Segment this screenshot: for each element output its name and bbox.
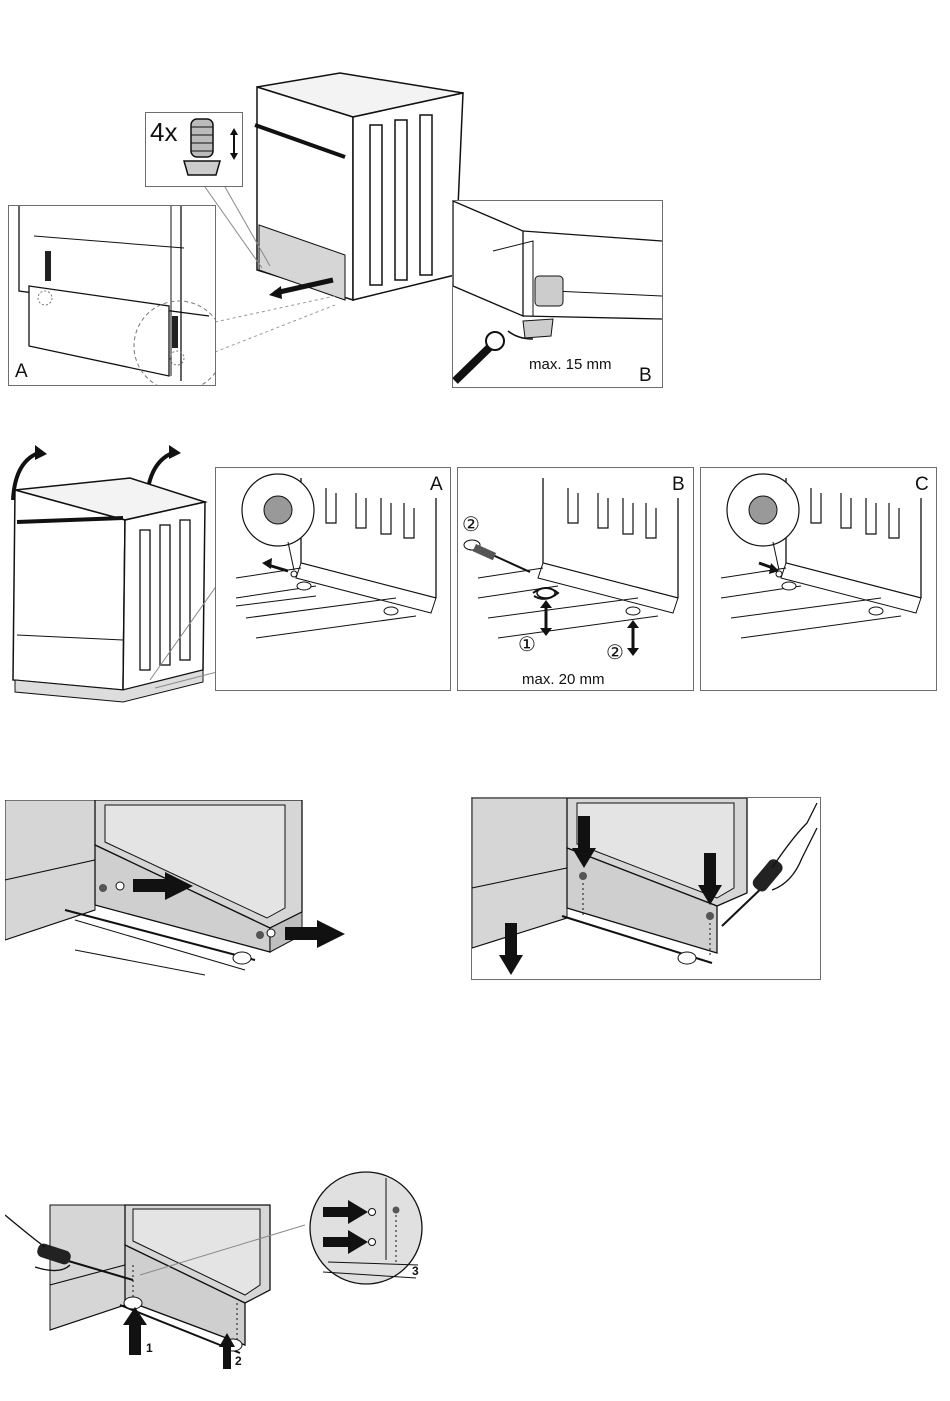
fig3-left-illustration: [5, 800, 350, 980]
fig4-zoom-bubble: 3: [308, 1170, 428, 1290]
fig2-panel-b: ② ① ② max. 20 mm B: [457, 467, 694, 691]
wrench-icon: [455, 332, 504, 381]
cooker-tilted-illustration: [5, 440, 215, 710]
fig2-step-1: ①: [518, 632, 536, 657]
fig2-panel-b-caption: max. 20 mm: [522, 671, 605, 688]
foot-thread-icon: [535, 276, 563, 306]
fig1-panel-a-letter: A: [15, 361, 28, 383]
fig2-panel-a: A: [215, 467, 451, 691]
fig4-arrow-2-label: 2: [235, 1354, 242, 1368]
zoom-bubble: [242, 474, 314, 570]
fig2-panel-a-letter: A: [430, 474, 443, 496]
up-down-arrow-icon-2: [627, 620, 639, 656]
fig2-panel-c: C: [700, 467, 937, 691]
fig2-step-2-bottom: ②: [606, 640, 624, 665]
fig1-panel-b-caption: max. 15 mm: [529, 356, 612, 373]
zoom-bubble: [727, 474, 799, 570]
fig3-right-panel: [471, 797, 821, 980]
fig2-step-2-top: ②: [462, 512, 480, 537]
fig4-arrow-1-label: 1: [146, 1341, 153, 1355]
arrow-left-icon: [262, 558, 288, 571]
fig2-panel-c-letter: C: [915, 474, 929, 496]
fig2-panel-b-letter: B: [672, 474, 685, 496]
fig1-panel-b: max. 15 mm B: [452, 200, 663, 388]
screwdriver-icon: [464, 540, 530, 572]
fig1-panel-a: A: [8, 205, 216, 386]
fig4-illustration: 1 2: [5, 1195, 305, 1370]
fig1-panel-b-letter: B: [639, 365, 652, 387]
fig4-zoom-label-3: 3: [412, 1264, 419, 1278]
spacer-block-right: [172, 316, 178, 348]
spacer-block-left: [45, 251, 51, 281]
